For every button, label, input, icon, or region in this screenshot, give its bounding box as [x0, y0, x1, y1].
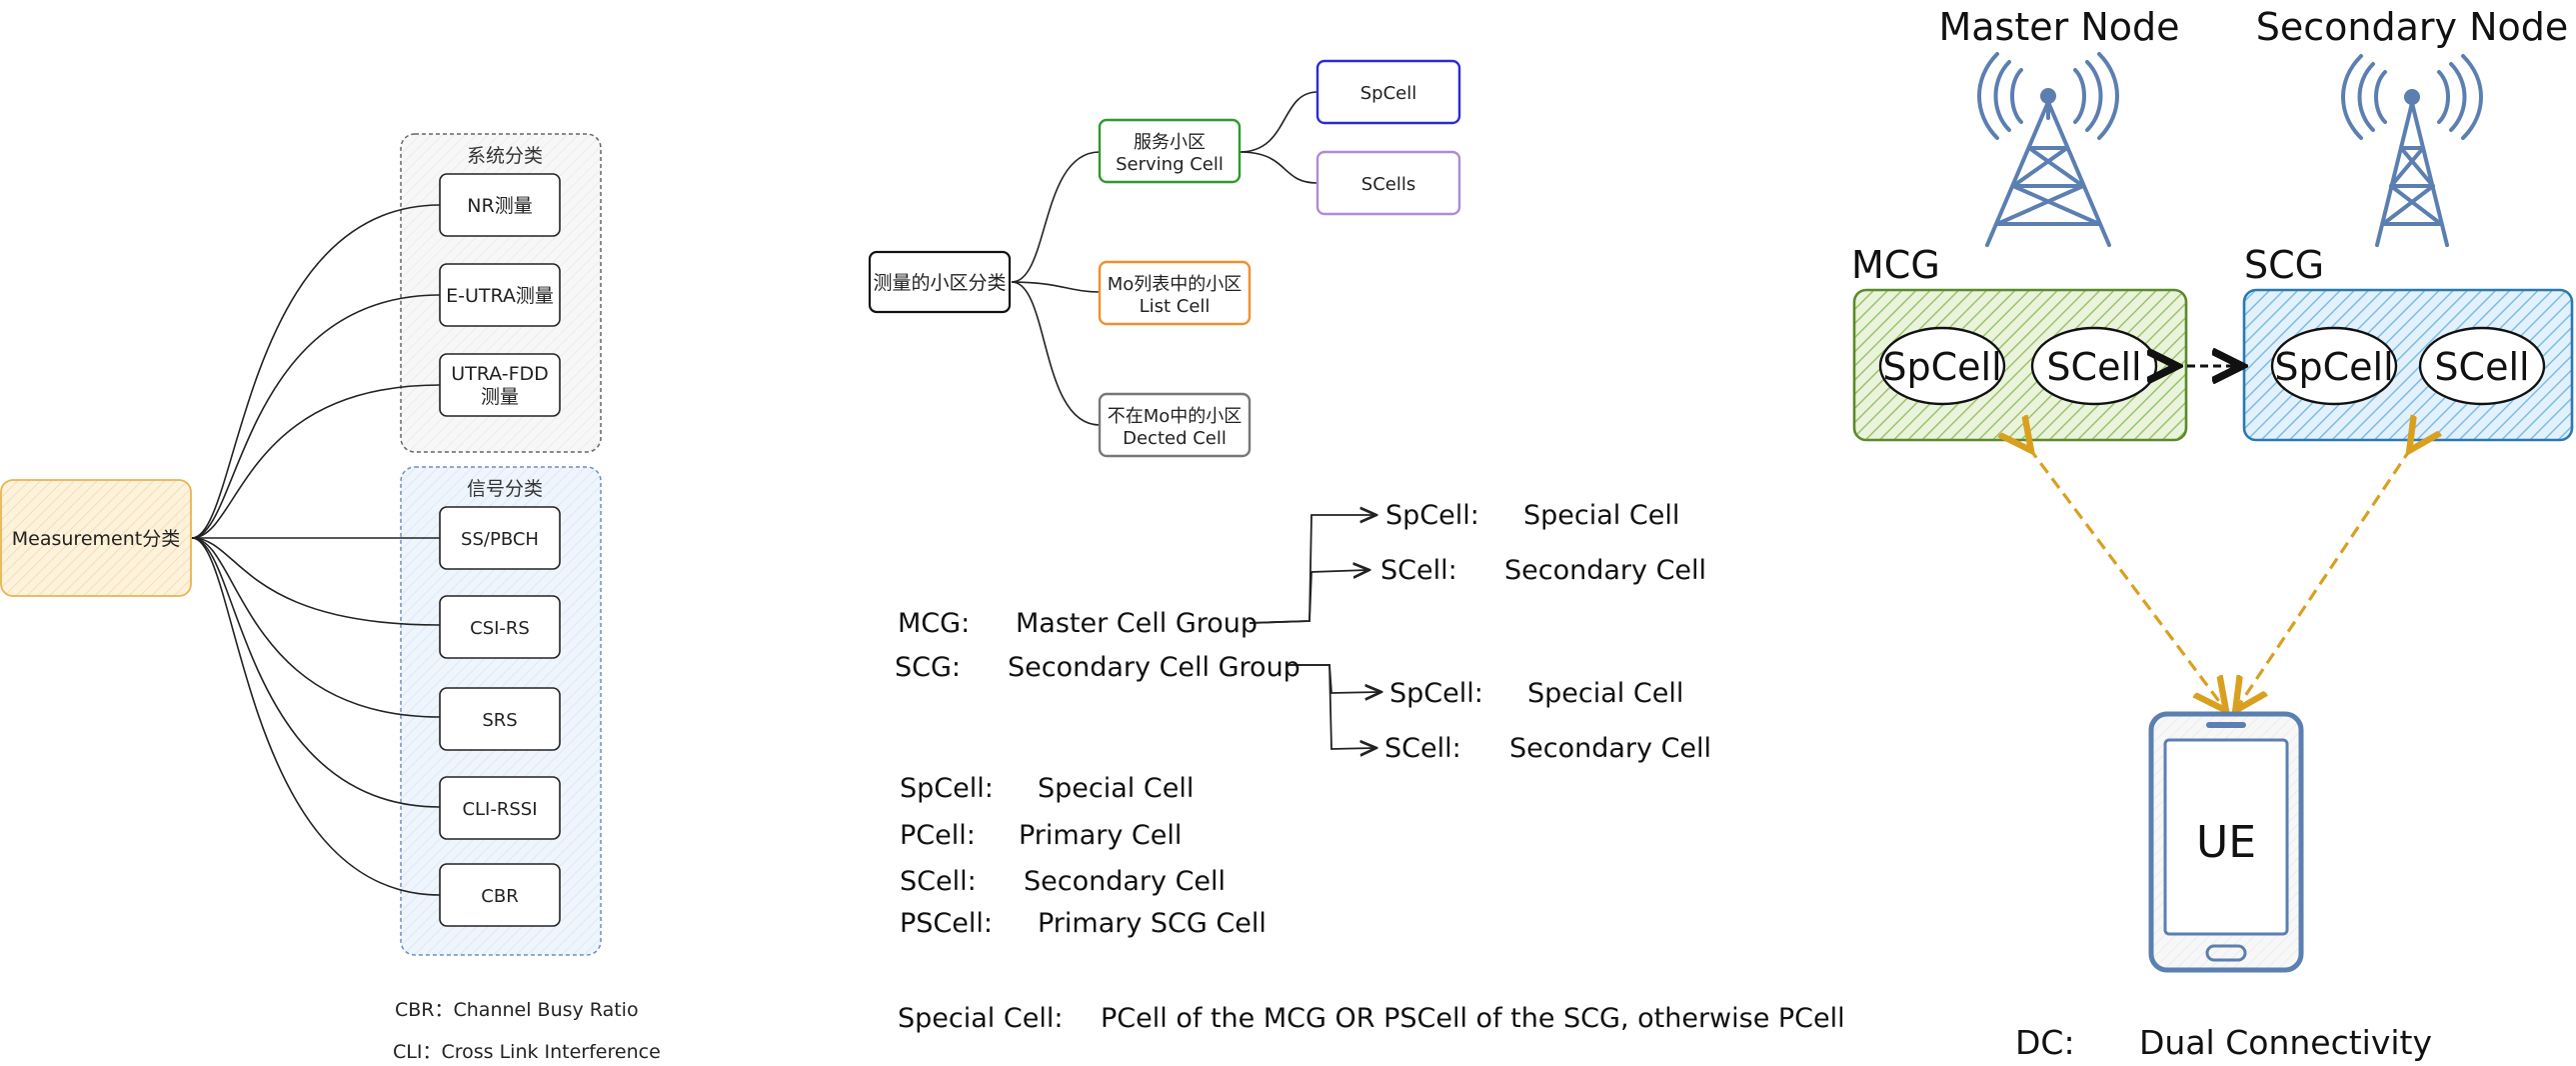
- glossary-pscell-full: Primary SCG Cell: [1038, 908, 1267, 939]
- glossary-pscell-abbr: PSCell:: [900, 908, 993, 939]
- mcg-spcell-label: SpCell: [1882, 345, 2001, 389]
- mcg-group-label: MCG: [1851, 243, 1940, 287]
- mcg-child-spcell-abbr: SpCell:: [1385, 500, 1479, 531]
- item-sspbch-box: [439, 506, 561, 570]
- glossary-pcell-full: Primary Cell: [1019, 820, 1182, 851]
- serving-cell-line1: 服务小区: [1134, 132, 1206, 153]
- list-cell-line1: Mo列表中的小区: [1108, 274, 1243, 295]
- item-utra-label-line2: 测量: [481, 386, 519, 408]
- dc-abbr: DC:: [2015, 1023, 2075, 1062]
- scg-abbr: SCG:: [895, 652, 961, 683]
- glossary-spcell-abbr: SpCell:: [900, 773, 994, 804]
- mcg-scell-label: SCell: [2046, 345, 2141, 389]
- cell-root-box: [868, 250, 1012, 314]
- dual-connectivity-section: Master Node Secondary Node: [1851, 5, 2574, 1062]
- spcell-box: [1315, 59, 1461, 125]
- mcg-ue-link: [2029, 448, 2224, 708]
- mcg-full: Master Cell Group: [1016, 608, 1258, 639]
- note-cli: CLI：Cross Link Interference: [393, 1041, 661, 1063]
- mcg-spcell-ellipse: [1878, 326, 2006, 406]
- measurement-section: 系统分类 信号分类 Measurement分类 NR测量 E-UTRA测量 UT…: [0, 133, 661, 1063]
- item-eutra-box: [439, 263, 561, 327]
- item-sspbch-label: SS/PBCH: [461, 529, 539, 550]
- item-utra-box: [439, 353, 561, 417]
- note-cbr: CBR：Channel Busy Ratio: [395, 999, 639, 1021]
- measurement-root-label: Measurement分类: [12, 528, 180, 550]
- system-group-title: 系统分类: [467, 145, 543, 167]
- measurement-root-box: [0, 479, 192, 597]
- serving-cell-line2: Serving Cell: [1116, 154, 1224, 175]
- detected-cell-line2: Dected Cell: [1123, 428, 1227, 449]
- item-csirs-box: [439, 595, 561, 659]
- signal-group-title: 信号分类: [467, 478, 543, 500]
- scg-child-scell-abbr: SCell:: [1384, 733, 1461, 764]
- item-clirssi-label: CLI-RSSI: [462, 799, 537, 820]
- item-srs-label: SRS: [482, 710, 517, 731]
- mcg-abbr: MCG:: [898, 608, 970, 639]
- cell-classification-section: 测量的小区分类 服务小区 Serving Cell Mo列表中的小区 List …: [868, 59, 1461, 458]
- detected-cell-line1: 不在Mo中的小区: [1108, 406, 1243, 427]
- glossary-scell-full: Secondary Cell: [1024, 866, 1226, 897]
- scells-box: [1315, 150, 1461, 216]
- cell-tree-connectors: [1011, 91, 1318, 426]
- scg-scell-label: SCell: [2434, 345, 2529, 389]
- special-cell-abbr: Special Cell:: [898, 1003, 1063, 1034]
- list-cell-box: [1098, 260, 1252, 326]
- item-utra-label-line1: UTRA-FDD: [451, 363, 549, 385]
- item-csirs-label: CSI-RS: [470, 618, 530, 639]
- mcg-child-scell-full: Secondary Cell: [1504, 555, 1706, 586]
- ue-phone-icon: [2148, 711, 2304, 973]
- secondary-tower-icon: [2341, 54, 2483, 247]
- scells-label: SCells: [1361, 174, 1415, 195]
- item-nr-box: [439, 173, 561, 237]
- scg-spcell-label: SpCell: [2274, 345, 2393, 389]
- ue-label: UE: [2196, 817, 2256, 868]
- item-cbr-box: [439, 863, 561, 927]
- measurement-connectors: [191, 204, 441, 896]
- scg-full: Secondary Cell Group: [1008, 652, 1300, 683]
- master-tower-icon: [1977, 52, 2119, 247]
- special-cell-full: PCell of the MCG OR PSCell of the SCG, o…: [1101, 1003, 1845, 1034]
- glossary-pcell-abbr: PCell:: [900, 820, 976, 851]
- mcg-child-scell-abbr: SCell:: [1380, 555, 1457, 586]
- scg-group-label: SCG: [2244, 243, 2324, 287]
- detected-cell-box: [1098, 392, 1252, 458]
- cell-groups-section: MCG: Master Cell Group SCG: Secondary Ce…: [895, 500, 1845, 1034]
- mcg-child-spcell-full: Special Cell: [1523, 500, 1679, 531]
- cell-root-label: 测量的小区分类: [873, 272, 1006, 294]
- glossary-scell-abbr: SCell:: [900, 866, 977, 897]
- cell-group-connectors: [1249, 515, 1379, 749]
- scg-scell-ellipse: [2418, 326, 2546, 406]
- item-cbr-label: CBR: [481, 886, 518, 907]
- scg-ue-link: [2237, 448, 2411, 708]
- secondary-node-label: Secondary Node: [2256, 5, 2569, 49]
- master-node-label: Master Node: [1938, 5, 2179, 49]
- list-cell-line2: List Cell: [1140, 296, 1211, 317]
- item-srs-box: [439, 687, 561, 751]
- scg-child-scell-full: Secondary Cell: [1509, 733, 1711, 764]
- dc-full: Dual Connectivity: [2139, 1023, 2432, 1062]
- scg-child-spcell-abbr: SpCell:: [1389, 678, 1483, 709]
- scg-child-spcell-full: Special Cell: [1527, 678, 1683, 709]
- scg-spcell-ellipse: [2270, 326, 2398, 406]
- item-nr-label: NR测量: [467, 195, 532, 217]
- glossary-spcell-full: Special Cell: [1038, 773, 1194, 804]
- item-eutra-label: E-UTRA测量: [446, 285, 554, 307]
- serving-cell-box: [1098, 118, 1242, 184]
- spcell-label: SpCell: [1360, 83, 1417, 104]
- item-clirssi-box: [439, 776, 561, 840]
